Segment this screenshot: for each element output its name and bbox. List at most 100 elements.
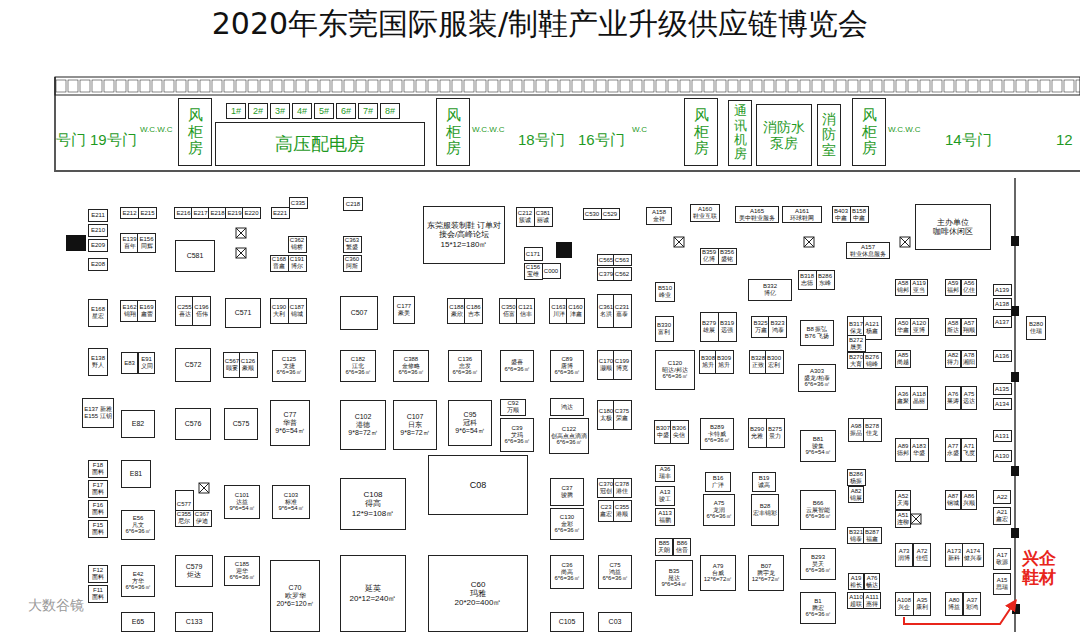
booth-label: C186	[466, 304, 480, 311]
booth-label: C187	[290, 304, 304, 311]
booth-label: B8 振弘	[806, 326, 827, 333]
booth-label: 锦泰	[850, 536, 862, 543]
booth-label: 信丰	[520, 311, 532, 318]
pillar	[199, 483, 209, 493]
booth-label: B328	[751, 355, 765, 362]
booth: C75鸿益6*6=36㎡	[598, 555, 632, 589]
booth: C121信丰	[516, 298, 535, 324]
booth-label: 6*6=36㎡	[704, 437, 729, 444]
booth-label: E65	[132, 618, 144, 626]
room: 4#	[292, 103, 312, 119]
booth-label: 消防水泵房	[757, 119, 811, 151]
pillar	[1011, 372, 1019, 382]
booth: E42方华6*6=36㎡	[121, 565, 155, 597]
booth: A17敬源	[993, 548, 1011, 570]
pillar	[900, 237, 910, 247]
booth-label: A76	[948, 391, 959, 398]
booth-label: F15	[93, 522, 103, 529]
booth-label: C70	[289, 584, 302, 592]
booth-label: C360	[345, 256, 359, 263]
booth: A15思瑞	[993, 573, 1011, 595]
booth-label: 咖啡休闲区	[933, 227, 973, 236]
booth-label: 方华	[132, 578, 144, 585]
booth: B403中鑫	[832, 206, 851, 223]
booth-label: C361	[599, 304, 613, 311]
booth-label: 富利	[658, 329, 670, 336]
booth-label: C190	[272, 304, 286, 311]
booth-label: C103	[284, 492, 298, 499]
booth-label: 灏顺	[600, 365, 612, 372]
booth-label: C170	[599, 358, 613, 365]
booth: A72佳恒	[913, 543, 931, 567]
pillar	[804, 237, 814, 247]
booth-label: C168	[272, 256, 286, 263]
pillar-cross	[236, 248, 246, 258]
booth-label: B81	[813, 436, 824, 443]
booth-label: 1#	[231, 106, 241, 116]
booth-label: A36	[898, 391, 909, 398]
booth-label: B289	[710, 424, 724, 431]
booth-label: A174	[966, 548, 980, 555]
booth: A73润博	[895, 543, 913, 567]
booth-label: 华鑫	[897, 327, 909, 334]
booth-label: B309	[717, 355, 731, 362]
booth: A120亚博	[910, 318, 929, 336]
booth: C95冠科9*6=54㎡	[448, 400, 492, 446]
booth-label: C23	[600, 504, 611, 511]
booth-label: 唐博	[561, 363, 573, 370]
booth-label: 宏利	[768, 362, 780, 369]
booth-label: 新科	[948, 555, 960, 562]
pillar	[1011, 528, 1019, 538]
booth-label: 得力	[947, 359, 959, 366]
booth: C70欧罗华20*6=120㎡	[270, 560, 320, 632]
booth-label: B300	[767, 355, 781, 362]
booth: E169鑫蕾	[137, 300, 156, 322]
booth-label: C363	[345, 237, 359, 244]
booth: B35昆达9*6=54㎡	[655, 560, 693, 596]
room: 消防水泵房	[756, 104, 812, 166]
booth-label: C105	[559, 618, 576, 626]
booth: A21鑫宏	[993, 507, 1011, 525]
booth: B275景力	[766, 418, 785, 448]
booth-label: 大利	[273, 311, 285, 318]
booth-label: 广洋	[712, 482, 724, 489]
booth: A75远达	[961, 386, 977, 410]
booth-label: C188	[449, 304, 463, 311]
booth-label: 锦桥	[291, 244, 303, 251]
booth: C77华普9*6=54㎡	[270, 400, 310, 446]
booth: C03	[598, 612, 632, 632]
booth-label: 兴顺	[963, 500, 975, 507]
booth-label: 龙润	[713, 507, 725, 514]
booth: E82	[121, 410, 155, 438]
booth-label: 9*6=54㎡	[278, 505, 303, 512]
booth: C563	[613, 254, 632, 266]
wall	[55, 170, 1080, 172]
booth-label: E218	[210, 210, 224, 217]
booth-label: C378	[615, 481, 629, 488]
booth-label: E56	[133, 515, 144, 522]
booth-label: 6*6=36㎡	[804, 381, 829, 388]
booth: B286东峰	[816, 270, 835, 290]
booth: C562	[613, 267, 632, 281]
booth-label: 佳瑞	[1030, 328, 1042, 335]
booth-label: 港佳	[616, 488, 628, 495]
booth: E65	[121, 612, 155, 632]
pillar	[1011, 236, 1019, 246]
booth: A158金祥	[646, 207, 672, 225]
booth: C367伊迪	[193, 510, 212, 527]
booth-label: 鸿达	[561, 404, 573, 411]
booth-label: 博亿	[764, 290, 776, 297]
booth-label: A82	[948, 352, 959, 359]
booth-label: E217	[193, 210, 207, 217]
booth-label: 2#	[253, 106, 263, 116]
booth: A58锦邦	[895, 279, 911, 296]
booth: C130金彩6*6=36㎡	[550, 508, 584, 540]
booth-label: 名洪	[600, 311, 612, 318]
door-label: 16号门	[578, 132, 625, 149]
booth-label: A137	[995, 319, 1009, 326]
booth-label: C126	[241, 358, 255, 365]
booth-label: 12*9=108㎡	[352, 509, 394, 518]
booth-label: 9*8=72㎡	[400, 429, 429, 437]
booth: A113福鹏	[655, 508, 675, 526]
booth-label: E221	[273, 210, 287, 217]
